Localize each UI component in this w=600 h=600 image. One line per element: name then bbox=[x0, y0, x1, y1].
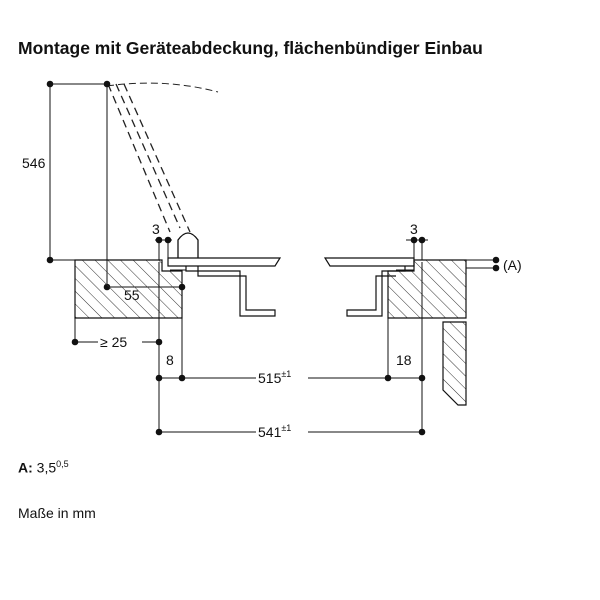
dim-8-label: 8 bbox=[166, 352, 174, 368]
note-a: A: 3,50,5 bbox=[18, 459, 69, 476]
right-countertop bbox=[387, 259, 467, 319]
dim-3-left-label: 3 bbox=[152, 221, 160, 237]
note-a-label: A: bbox=[18, 459, 33, 476]
dim-515-tolerance: ±1 bbox=[281, 369, 291, 379]
dim-541-label: 541±1 bbox=[258, 423, 291, 440]
dim-25-label: ≥ 25 bbox=[100, 334, 127, 350]
appliance-glass-right bbox=[323, 257, 415, 267]
left-countertop bbox=[74, 259, 183, 319]
dim-3-right-label: 3 bbox=[410, 221, 418, 237]
lid-hinge bbox=[177, 232, 199, 258]
lid-open-outline-3 bbox=[123, 83, 191, 233]
lid-open-outline-1 bbox=[107, 83, 171, 233]
dim-515-label: 515±1 bbox=[258, 369, 291, 386]
right-cabinet-wall bbox=[442, 321, 467, 406]
ref-a-label: (A) bbox=[503, 257, 522, 273]
appliance-glass-left bbox=[167, 257, 282, 267]
dim-18-label: 18 bbox=[396, 352, 412, 368]
note-a-tolerance: 0,5 bbox=[56, 459, 69, 469]
dim-541-tolerance: ±1 bbox=[281, 423, 291, 433]
dim-546-label: 546 bbox=[22, 155, 46, 171]
lid-open-outline-2 bbox=[115, 83, 181, 229]
lid-swing-arc bbox=[106, 82, 219, 93]
page-title: Montage mit Geräteabdeckung, flächenbünd… bbox=[18, 38, 483, 58]
note-a-value: 3,5 bbox=[36, 459, 57, 476]
appliance-frame-left bbox=[185, 266, 276, 317]
units-note: Maße in mm bbox=[18, 505, 96, 521]
